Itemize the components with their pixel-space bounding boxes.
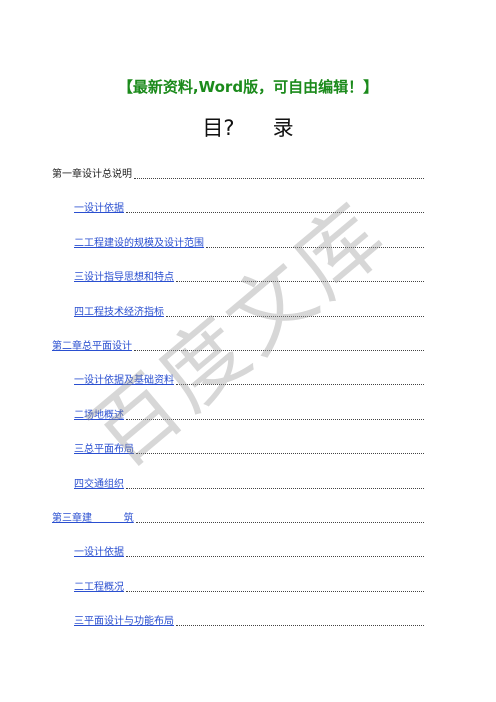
editable-banner: 【最新资料,Word版，可自由编辑！】 xyxy=(117,78,379,96)
toc-entry[interactable]: 一设计依据 xyxy=(74,543,424,559)
toc-entry-link[interactable]: 二场地概述 xyxy=(74,410,124,421)
toc-entry: 第一章设计总说明 xyxy=(52,165,424,181)
toc-entry[interactable]: 一设计依据 xyxy=(74,199,424,215)
toc-entry-link[interactable]: 第三章建 筑 xyxy=(52,513,134,524)
toc-entry[interactable]: 二场地概述 xyxy=(74,406,424,422)
toc-dot-leader xyxy=(126,581,424,592)
toc-dot-leader xyxy=(166,306,424,317)
toc-dot-leader xyxy=(176,271,424,282)
toc-entry-link[interactable]: 一设计依据及基础资料 xyxy=(74,375,174,386)
toc-entry-link[interactable]: 三设计指导思想和特点 xyxy=(74,272,174,283)
toc-dot-leader xyxy=(176,374,424,385)
toc-title-left: 目? xyxy=(202,116,235,140)
toc-entry-label: 第一章设计总说明 xyxy=(52,169,132,180)
toc-entry-link[interactable]: 二工程概况 xyxy=(74,582,124,593)
toc-dot-leader xyxy=(126,478,424,489)
toc-entry-link[interactable]: 第二章总平面设计 xyxy=(52,341,132,352)
toc-entry[interactable]: 三设计指导思想和特点 xyxy=(74,268,424,284)
toc-title: 目? 录 xyxy=(0,112,496,142)
toc-entry-link[interactable]: 四交通组织 xyxy=(74,479,124,490)
toc-entry-link[interactable]: 二工程建设的规模及设计范围 xyxy=(74,238,204,249)
toc-dot-leader xyxy=(135,512,424,523)
toc-dot-leader xyxy=(176,615,424,626)
toc-entry-link[interactable]: 三平面设计与功能布局 xyxy=(74,616,174,627)
toc-entry[interactable]: 第二章总平面设计 xyxy=(52,337,424,353)
toc-dot-leader xyxy=(126,409,424,420)
toc-entry-link[interactable]: 一设计依据 xyxy=(74,203,124,214)
toc-entry[interactable]: 三总平面布局 xyxy=(74,440,424,456)
toc-title-right: 录 xyxy=(272,116,294,140)
toc-entry[interactable]: 四工程技术经济指标 xyxy=(74,303,424,319)
toc-entry[interactable]: 第三章建 筑 xyxy=(52,509,424,525)
toc-entry[interactable]: 三平面设计与功能布局 xyxy=(74,612,424,628)
toc-dot-leader xyxy=(134,340,424,351)
toc-dot-leader xyxy=(126,546,424,557)
toc-entry[interactable]: 二工程建设的规模及设计范围 xyxy=(74,234,424,250)
toc-entry-link[interactable]: 一设计依据 xyxy=(74,547,124,558)
toc-dot-leader xyxy=(206,237,424,248)
toc-entry-link[interactable]: 四工程技术经济指标 xyxy=(74,307,164,318)
toc-entry[interactable]: 二工程概况 xyxy=(74,578,424,594)
toc-entry[interactable]: 一设计依据及基础资料 xyxy=(74,371,424,387)
toc-dot-leader xyxy=(134,168,424,179)
toc-entry-link[interactable]: 三总平面布局 xyxy=(74,444,134,455)
toc-dot-leader xyxy=(136,443,424,454)
toc-dot-leader xyxy=(126,202,424,213)
toc-entry[interactable]: 四交通组织 xyxy=(74,475,424,491)
